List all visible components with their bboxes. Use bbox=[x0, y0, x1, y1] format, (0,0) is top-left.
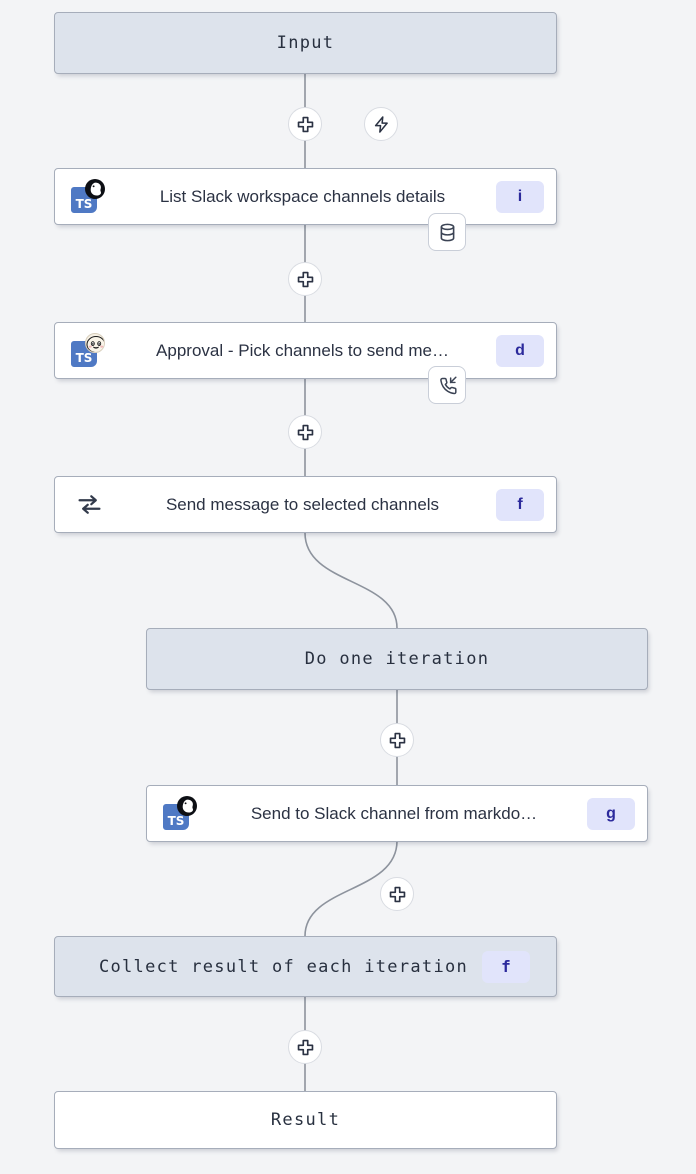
plus-icon bbox=[297, 424, 313, 440]
node-send-to-slack-label: Send to Slack channel from markdo… bbox=[250, 803, 538, 823]
node-send-message[interactable]: Send message to selected channels f bbox=[54, 476, 557, 533]
add-step-button-5[interactable] bbox=[380, 877, 414, 911]
database-badge[interactable] bbox=[428, 213, 466, 251]
repeat-icon bbox=[77, 495, 101, 514]
plus-icon bbox=[389, 732, 405, 748]
deno-logo-icon bbox=[177, 796, 197, 815]
node-send-to-slack-badge[interactable]: g bbox=[587, 797, 635, 830]
node-collect-result[interactable]: Collect result of each iteration f bbox=[54, 936, 557, 997]
phone-incoming-icon bbox=[439, 376, 457, 394]
phone-incoming-badge[interactable] bbox=[428, 366, 466, 404]
node-send-to-slack[interactable]: TS Send to Slack channel from markdo… g bbox=[146, 785, 648, 842]
node-list-slack-channels-label: List Slack workspace channels details bbox=[159, 186, 446, 206]
add-step-button-3[interactable] bbox=[288, 415, 322, 449]
lightning-bolt-icon bbox=[374, 115, 388, 133]
node-collect-result-badge[interactable]: f bbox=[482, 950, 530, 983]
node-result[interactable]: Result bbox=[54, 1091, 557, 1149]
typescript-deno-icon: TS bbox=[161, 795, 201, 832]
database-icon bbox=[440, 223, 454, 241]
deno-logo-icon bbox=[85, 179, 105, 198]
node-list-slack-channels-badge[interactable]: i bbox=[496, 180, 544, 213]
node-collect-result-label: Collect result of each iteration bbox=[98, 956, 469, 977]
node-approval[interactable]: TS Approval - Pick channels to send me… … bbox=[54, 322, 557, 379]
node-list-slack-channels[interactable]: TS List Slack workspace channels details… bbox=[54, 168, 557, 225]
node-approval-badge[interactable]: d bbox=[496, 334, 544, 367]
node-do-one-iteration-label: Do one iteration bbox=[304, 649, 490, 669]
add-step-button-4[interactable] bbox=[380, 723, 414, 757]
forloop-icon bbox=[69, 487, 109, 523]
plus-icon bbox=[297, 271, 313, 287]
add-step-button-1[interactable] bbox=[288, 107, 322, 141]
node-input-label: Input bbox=[276, 33, 335, 53]
add-step-button-2[interactable] bbox=[288, 262, 322, 296]
add-step-button-6[interactable] bbox=[288, 1030, 322, 1064]
trigger-button[interactable] bbox=[364, 107, 398, 141]
node-approval-label: Approval - Pick channels to send me… bbox=[156, 340, 449, 360]
plus-icon bbox=[297, 116, 313, 132]
typescript-bun-icon: TS bbox=[69, 332, 109, 369]
node-do-one-iteration[interactable]: Do one iteration bbox=[146, 628, 648, 690]
node-send-message-label: Send message to selected channels bbox=[165, 494, 440, 514]
bun-logo-icon bbox=[86, 335, 104, 352]
plus-icon bbox=[389, 886, 405, 902]
node-send-message-badge[interactable]: f bbox=[496, 488, 544, 521]
typescript-deno-icon: TS bbox=[69, 178, 109, 215]
plus-icon bbox=[297, 1039, 313, 1055]
node-input[interactable]: Input bbox=[54, 12, 557, 74]
node-result-label: Result bbox=[270, 1110, 341, 1130]
